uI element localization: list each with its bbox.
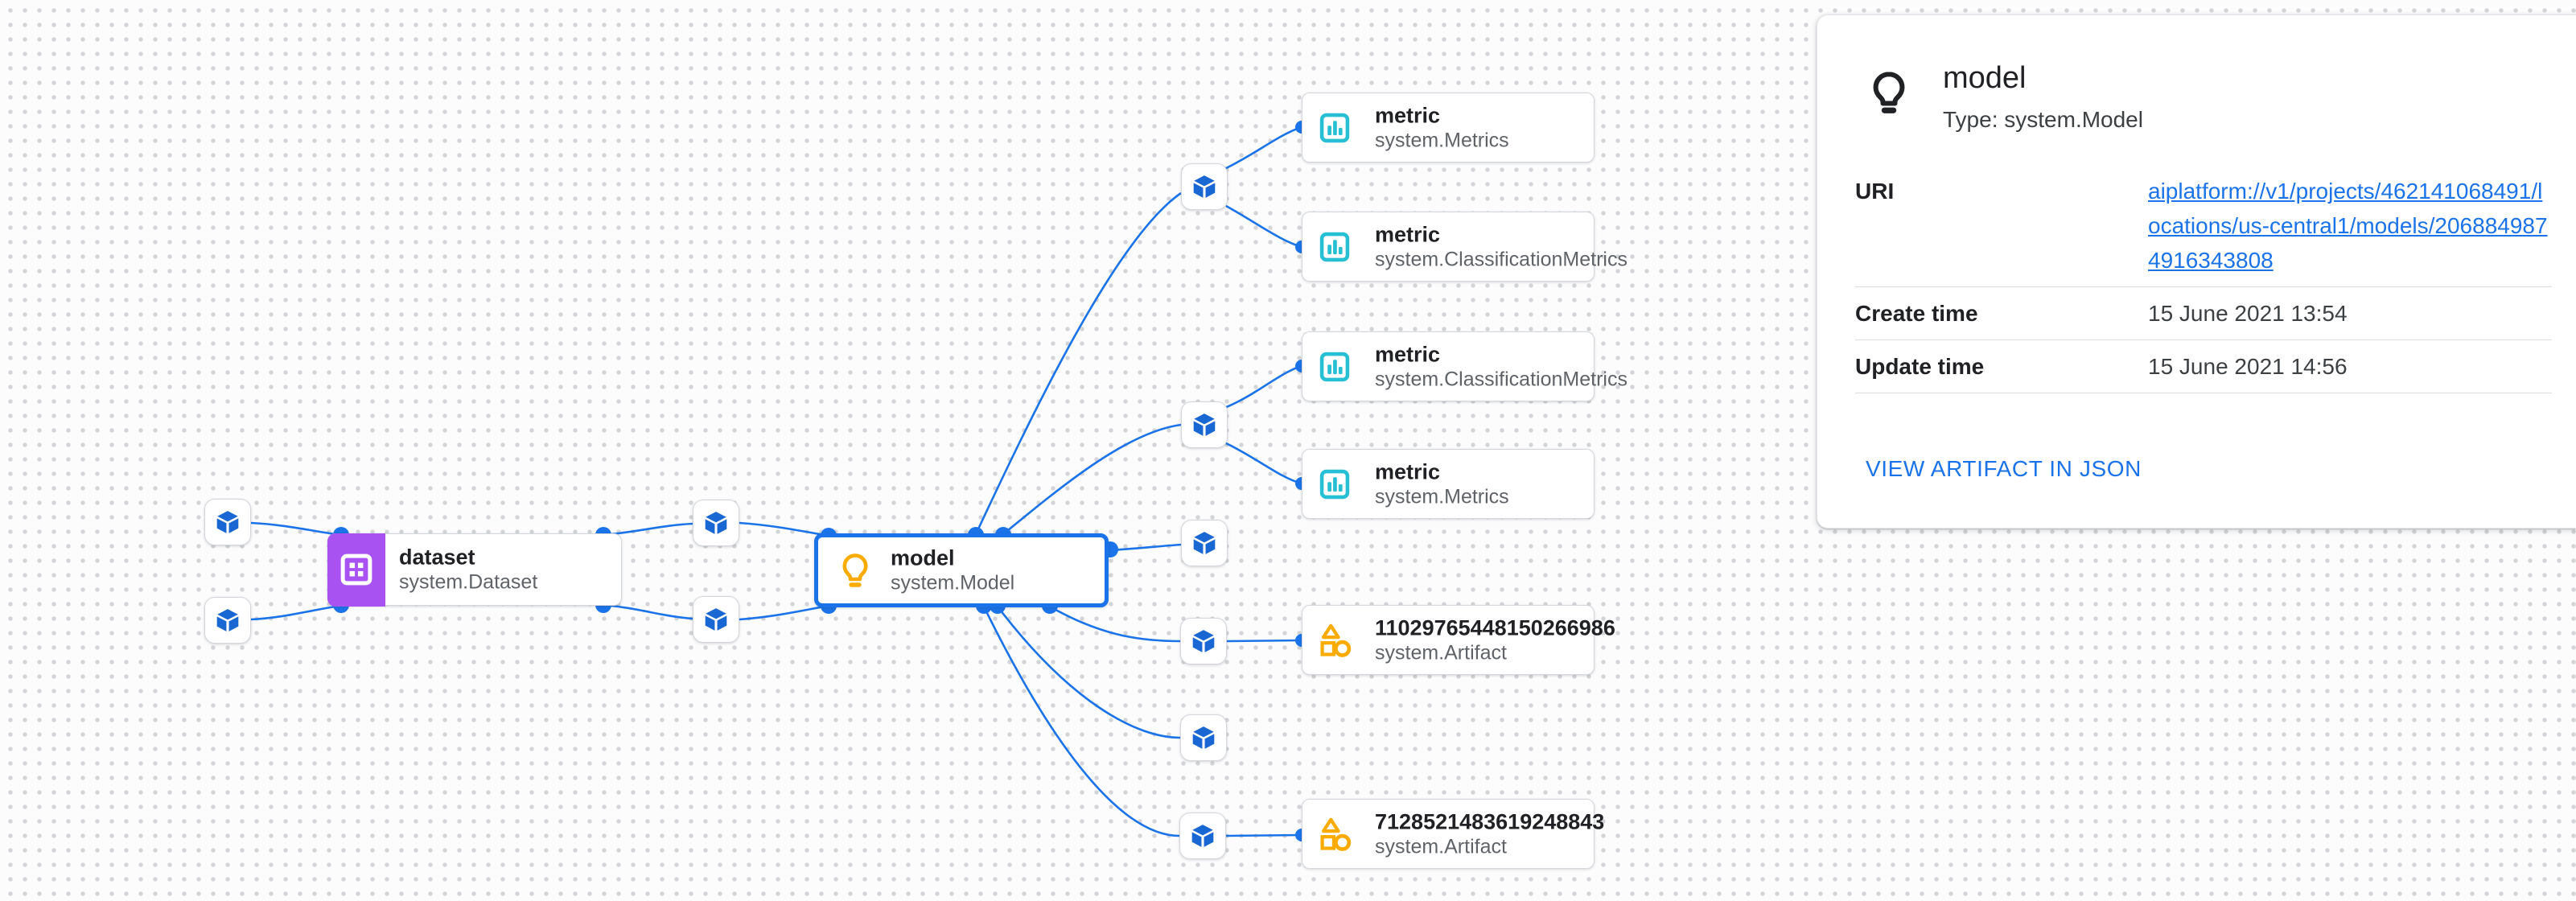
execution-node[interactable] xyxy=(204,597,251,644)
edge xyxy=(974,191,1182,535)
execution-node[interactable] xyxy=(693,596,739,643)
artifact-node[interactable]: 7128521483619248843 system.Artifact xyxy=(1302,799,1604,869)
edge xyxy=(1002,423,1182,536)
row-label: Create time xyxy=(1855,301,1978,326)
edge xyxy=(250,521,342,537)
edge xyxy=(996,606,1181,739)
node-title: 11029765448150266986 xyxy=(1375,615,1615,640)
model-node-selected[interactable]: model system.Model xyxy=(814,533,1109,607)
node-subtitle: system.Model xyxy=(891,571,1015,594)
bar-chart-icon xyxy=(1319,352,1350,381)
edge xyxy=(1226,639,1302,643)
panel-rows: URI aiplatform://v1/projects/46214106849… xyxy=(1855,165,2552,393)
artifact-node[interactable]: 11029765448150266986 system.Artifact xyxy=(1302,605,1615,675)
node-title: model xyxy=(891,545,955,570)
node-subtitle: system.Artifact xyxy=(1375,641,1507,664)
dataset-chip xyxy=(327,533,385,607)
node-title: metric xyxy=(1375,222,1441,246)
metric-node[interactable]: metric system.ClassificationMetrics xyxy=(1302,331,1627,401)
edge xyxy=(1109,543,1182,552)
edge xyxy=(1225,442,1302,485)
execution-node[interactable] xyxy=(693,500,739,546)
metric-node[interactable]: metric system.Metrics xyxy=(1302,93,1595,163)
node-subtitle: system.Dataset xyxy=(399,570,538,594)
view-artifact-in-json-link[interactable]: VIEW ARTIFACT IN JSON xyxy=(1866,456,2142,481)
edge xyxy=(1049,605,1181,643)
edge xyxy=(739,604,829,621)
edge xyxy=(982,606,1180,837)
row-value: 15 June 2021 14:56 xyxy=(2148,354,2348,379)
cube-icon xyxy=(705,608,727,631)
execution-node[interactable] xyxy=(204,499,251,545)
uri-link[interactable]: aiplatform://v1/projects/462141068491/lo… xyxy=(2148,179,2548,273)
bar-chart-icon xyxy=(1319,113,1350,142)
edge xyxy=(1224,364,1302,409)
edge xyxy=(1225,833,1302,837)
update-time-row: Update time 15 June 2021 14:56 xyxy=(1855,340,2552,393)
node-title: 7128521483619248843 xyxy=(1375,809,1605,833)
cube-icon xyxy=(1193,413,1216,436)
execution-node[interactable] xyxy=(1181,401,1228,448)
cube-icon xyxy=(1191,825,1214,847)
execution-node[interactable] xyxy=(1180,714,1227,761)
edge xyxy=(250,604,342,621)
panel-header: model Type: system.Model xyxy=(1817,15,2576,133)
cube-icon xyxy=(216,609,239,632)
uri-row: URI aiplatform://v1/projects/46214106849… xyxy=(1855,165,2552,287)
execution-node[interactable] xyxy=(1179,813,1226,859)
execution-node[interactable] xyxy=(1180,618,1227,664)
create-time-row: Create time 15 June 2021 13:54 xyxy=(1855,287,2552,340)
node-subtitle: system.Metrics xyxy=(1375,129,1509,151)
lightbulb-icon xyxy=(842,553,868,587)
row-label: Update time xyxy=(1855,354,1985,379)
shapes-icon xyxy=(1320,623,1352,657)
edge xyxy=(1225,204,1302,249)
edge xyxy=(1224,125,1302,171)
lightbulb-icon xyxy=(1873,72,1905,113)
cube-icon xyxy=(216,511,239,533)
dataset-node[interactable]: dataset system.Dataset xyxy=(327,533,622,607)
node-subtitle: system.ClassificationMetrics xyxy=(1375,248,1627,270)
node-title: dataset xyxy=(399,545,475,570)
bar-chart-icon xyxy=(1319,469,1350,499)
cube-icon xyxy=(705,512,727,534)
node-subtitle: system.ClassificationMetrics xyxy=(1375,368,1627,390)
edge xyxy=(603,603,693,620)
node-subtitle: system.Metrics xyxy=(1375,485,1509,508)
metric-node[interactable]: metric system.ClassificationMetrics xyxy=(1302,212,1627,282)
node-subtitle: system.Artifact xyxy=(1375,835,1507,858)
cube-icon xyxy=(1192,726,1215,749)
cube-icon xyxy=(1193,532,1216,554)
row-value: 15 June 2021 13:54 xyxy=(2148,301,2348,326)
edge xyxy=(739,521,829,537)
bar-chart-icon xyxy=(1319,232,1350,261)
metric-node[interactable]: metric system.Metrics xyxy=(1302,449,1595,519)
artifact-details-panel: model Type: system.Model URI aiplatform:… xyxy=(1817,14,2576,529)
node-title: metric xyxy=(1375,459,1441,483)
cube-icon xyxy=(1192,630,1215,652)
panel-type-label: Type: system.Model xyxy=(1943,107,2143,132)
node-title: metric xyxy=(1375,342,1441,366)
execution-node[interactable] xyxy=(1181,520,1228,566)
node-title: metric xyxy=(1375,103,1441,127)
cube-icon xyxy=(1193,175,1216,198)
row-label: URI xyxy=(1855,179,1895,204)
dataset-grid-icon xyxy=(340,553,372,586)
shapes-icon xyxy=(1320,817,1352,851)
execution-node[interactable] xyxy=(1181,163,1228,210)
panel-title: model xyxy=(1943,61,2027,95)
